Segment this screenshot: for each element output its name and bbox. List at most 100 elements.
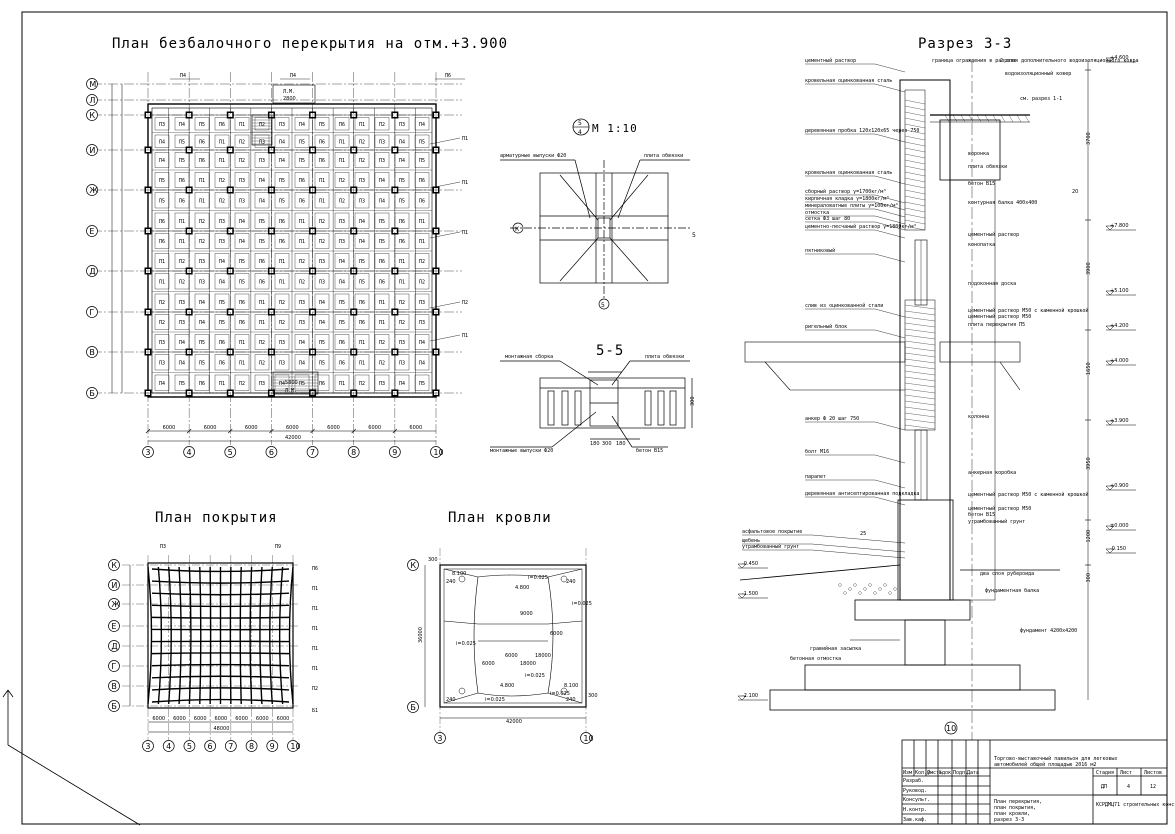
slab-label: П1 <box>239 122 245 128</box>
slab-label: П6 <box>379 259 385 265</box>
slab-label: П1 <box>419 239 425 245</box>
section-dim: 3950 <box>1086 457 1092 470</box>
slab-label: П3 <box>199 259 205 265</box>
slab-label: П1 <box>379 300 385 306</box>
slab-label: П1 <box>239 360 245 366</box>
slab-label: П4 <box>379 178 385 184</box>
span-dim: 6000 <box>368 425 381 431</box>
axis-v-8: 8 <box>351 448 356 457</box>
cover-axis-h-bubble <box>108 598 120 610</box>
slab-label: П3 <box>259 139 265 145</box>
slab-label: П1 <box>259 320 265 326</box>
left-callout: сетка Ф3 шаг 80 <box>805 216 850 222</box>
right-callout: анкерная коробка <box>968 469 1016 476</box>
slab-label: П1 <box>299 219 305 225</box>
axis-h-3-bubble <box>86 144 98 156</box>
roof-total: 42000 <box>506 719 522 725</box>
left-callout: парапет <box>805 474 826 480</box>
slab-label: П2 <box>379 360 385 366</box>
slab-label: П3 <box>279 360 285 366</box>
slab-label: П4 <box>279 158 285 164</box>
slab-label: П3 <box>399 122 405 128</box>
project-name: Торгово-выставочный павильон для легковы… <box>994 756 1120 768</box>
axis-v-5-bubble <box>224 446 237 458</box>
slab-label: П1 <box>179 219 185 225</box>
slab-label: П5 <box>359 259 365 265</box>
roof-slope: i=0.025 <box>456 641 476 647</box>
cover-span: 6000 <box>235 716 248 722</box>
elev-mark: +0.900 <box>1110 483 1129 489</box>
slab-label: П3 <box>339 219 345 225</box>
slab-label: П5 <box>179 381 185 387</box>
section55-label-b: плита обвязки <box>645 353 684 360</box>
node-num-bot: 4 <box>578 129 582 136</box>
slab-label: П4 <box>179 122 185 128</box>
floor-plan: П3П4П4П5П5П6П6П1П1П2П2П3П3П4П4П5П5П6П6П1… <box>86 72 468 458</box>
cover-axis-h-bubble <box>108 660 120 672</box>
slab-label: П3 <box>419 300 425 306</box>
slab-label: П6 <box>219 360 225 366</box>
slab-label: П3 <box>359 178 365 184</box>
roof-dim: 240 <box>566 579 576 585</box>
right-leader-label: П1 <box>462 136 468 142</box>
slab-label: П1 <box>219 158 225 164</box>
slab-label: П3 <box>219 219 225 225</box>
slab-label: П4 <box>399 381 405 387</box>
slab-label: П5 <box>219 300 225 306</box>
roof-funnel <box>560 575 568 583</box>
right-callout: два слоя рубероида <box>980 570 1034 577</box>
slab-label: П1 <box>159 279 165 285</box>
span-dim: 6000 <box>327 425 340 431</box>
cover-axis-h: Е <box>111 622 116 631</box>
node-scale: М 1:10 <box>592 122 638 135</box>
slab-label: П4 <box>279 381 285 387</box>
left-callout: деревянная пробка 120х120х65 через 750 <box>805 127 919 134</box>
slab-label: П2 <box>199 219 205 225</box>
slab-label: П6 <box>199 381 205 387</box>
slab-label: П1 <box>339 139 345 145</box>
roof-mark: 8.100 <box>564 683 578 689</box>
slab-label: П5 <box>319 340 325 346</box>
slab-label: П2 <box>179 279 185 285</box>
total-dim: 42000 <box>285 435 301 441</box>
span-dim: 6000 <box>163 425 176 431</box>
slab-label: П2 <box>199 239 205 245</box>
axis-v-4-bubble <box>183 446 195 458</box>
elev-mark: +4.200 <box>1110 323 1129 329</box>
slab-label: П5 <box>359 279 365 285</box>
slab-label: П4 <box>199 320 205 326</box>
left-callout: цементный раствор <box>805 58 856 64</box>
axis-h-5-bubble <box>86 225 98 237</box>
slab-label: П6 <box>259 279 265 285</box>
cover-axis-h-bubble <box>108 579 120 591</box>
section55-label-c: монтажные выпуски Ф20 <box>490 448 553 454</box>
cover-label: П1 <box>312 646 318 652</box>
right-callout: бетон В15 <box>968 180 995 187</box>
cover-axis-v: 10 <box>290 742 300 751</box>
right-leader-label: П1 <box>462 180 468 186</box>
right-callout: цементный раствор М50 <box>968 506 1031 512</box>
slab-label: П2 <box>419 279 425 285</box>
section-dim: 3700 <box>1086 132 1092 145</box>
elev-mark: +4.000 <box>1110 358 1129 364</box>
left-callout: щебень <box>742 537 760 544</box>
slab-label: П4 <box>399 139 405 145</box>
slab-label: П5 <box>159 178 165 184</box>
cover-axis-v-bubble <box>225 740 237 752</box>
roof-funnel <box>560 687 568 695</box>
roof-funnel <box>458 575 466 583</box>
cover-label: П1 <box>312 666 318 672</box>
cover-axis-h-bubble <box>108 700 120 712</box>
axis-h-2: К <box>89 111 95 120</box>
cover-label: П1 <box>312 586 318 592</box>
right-leader-label: П1 <box>462 333 468 339</box>
roof-slope: i=0.025 <box>525 673 545 679</box>
axis-v-3: 3 <box>145 448 150 457</box>
slab-label: П4 <box>179 340 185 346</box>
slab-label: П1 <box>399 279 405 285</box>
slab-label: П2 <box>179 259 185 265</box>
cover-span: 6000 <box>194 716 207 722</box>
slab-label: П4 <box>359 219 365 225</box>
roof-dim: 18000 <box>520 661 536 667</box>
slab-label: П1 <box>219 381 225 387</box>
